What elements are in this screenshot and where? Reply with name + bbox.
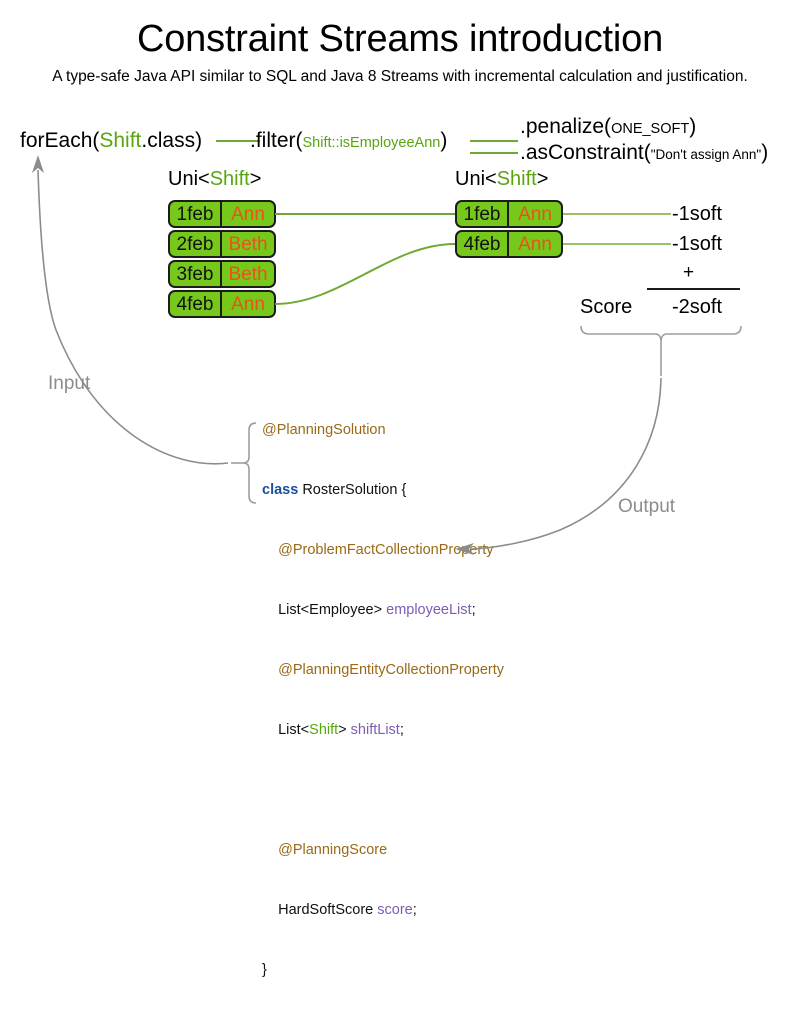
tuple-name: Ann [231, 293, 265, 315]
code-token: @PlanningSolution [262, 422, 386, 438]
tuple-row: 3feb Beth [168, 260, 276, 288]
code-token: score [377, 902, 413, 918]
tuple-row: 1feb Ann [455, 200, 563, 228]
code-line: class RosterSolution { [262, 480, 504, 500]
expression-asconstraint: .asConstraint("Don't assign Ann") [520, 142, 768, 163]
filter-call: .filter( [250, 129, 303, 152]
foreach-call: forEach( [20, 129, 100, 152]
penalty-line-1 [563, 213, 671, 215]
expression-filter: .filter(Shift::isEmployeeAnn) [250, 130, 447, 151]
code-token: ; [471, 602, 476, 618]
code-token: ; [412, 902, 417, 918]
code-token: @ProblemFactCollectionProperty [262, 542, 494, 558]
score-label: Score [580, 296, 633, 318]
code-token: employeeList [386, 602, 472, 618]
expression-foreach: forEach(Shift.class) [20, 130, 202, 151]
code-token: @PlanningEntityCollectionProperty [262, 662, 505, 678]
tuple-row: 1feb Ann [168, 200, 276, 228]
input-arrow-head [32, 155, 44, 173]
asconstraint-tail: ) [761, 141, 769, 164]
tuple-date: 2feb [170, 232, 222, 256]
foreach-tail: .class) [141, 129, 203, 152]
code-token: } [262, 962, 267, 978]
tuple-date: 4feb [170, 292, 222, 316]
code-token: shiftList [350, 722, 400, 738]
tuple-date: 4feb [457, 232, 509, 256]
penalty-line-2 [563, 243, 671, 245]
asconstraint-arg: "Don't assign Ann" [650, 147, 762, 162]
uni-right-suffix: > [536, 168, 549, 190]
caption-input: Input [48, 373, 91, 394]
code-line: @PlanningScore [262, 840, 504, 860]
connector-filter-asconstraint [470, 152, 518, 154]
code-line: @PlanningSolution [262, 420, 504, 440]
penalty-value-1: -1soft [672, 203, 723, 225]
code-line: List<Shift> shiftList; [262, 720, 504, 740]
penalize-tail: ) [689, 115, 697, 138]
uni-left-prefix: Uni< [168, 168, 210, 190]
tuple-stack-left: 1feb Ann 2feb Beth 3feb Beth 4feb Ann [168, 200, 276, 320]
uni-left-suffix: > [249, 168, 262, 190]
connector-filter-penalize [470, 140, 518, 142]
stream-label-left: Uni<Shift> [168, 168, 261, 191]
code-token: > [338, 722, 351, 738]
code-line: HardSoftScore score; [262, 900, 504, 920]
code-line [262, 780, 504, 800]
sum-rule-line [647, 288, 740, 290]
code-token: class [262, 482, 303, 498]
tuple-name: Beth [228, 233, 268, 255]
foreach-type: Shift [99, 129, 142, 152]
tuple-row: 4feb Ann [168, 290, 276, 318]
tuple-name: Ann [518, 233, 552, 255]
code-token: List<Employee> [262, 602, 387, 618]
page-title: Constraint Streams introduction [136, 18, 664, 60]
code-line: List<Employee> employeeList; [262, 600, 504, 620]
fields-brace [242, 422, 257, 504]
filter-tail: ) [440, 129, 448, 152]
code-token: Shift [309, 722, 339, 738]
filter-arg: Shift::isEmployeeAnn [302, 135, 441, 151]
penalize-call: .penalize( [520, 115, 612, 138]
tuple-stack-right: 1feb Ann 4feb Ann [455, 200, 563, 260]
code-token: HardSoftScore [262, 902, 378, 918]
tuple-date: 1feb [457, 202, 509, 226]
code-line: } [262, 960, 504, 980]
uni-right-type: Shift [496, 168, 537, 190]
tuple-name: Ann [518, 203, 552, 225]
code-token [262, 782, 266, 798]
stream-link-4feb [274, 243, 456, 305]
code-line: @PlanningEntityCollectionProperty [262, 660, 504, 680]
tuple-date: 1feb [170, 202, 222, 226]
tuple-row: 4feb Ann [455, 230, 563, 258]
uni-left-type: Shift [209, 168, 250, 190]
tuple-row: 2feb Beth [168, 230, 276, 258]
code-token: RosterSolution { [302, 482, 407, 498]
code-token: @PlanningScore [262, 842, 388, 858]
tuple-name: Beth [228, 263, 268, 285]
code-line: @ProblemFactCollectionProperty [262, 540, 504, 560]
penalty-value-2: -1soft [672, 233, 723, 255]
caption-output: Output [618, 496, 676, 517]
uni-right-prefix: Uni< [455, 168, 497, 190]
penalize-arg: ONE_SOFT [611, 121, 690, 137]
diagram-canvas: Constraint Streams introduction A type-s… [20, 18, 768, 978]
asconstraint-call: .asConstraint( [520, 141, 651, 164]
code-block: @PlanningSolution class RosterSolution {… [262, 380, 504, 1020]
score-brace [580, 325, 742, 343]
tuple-name: Ann [231, 203, 265, 225]
score-total: -2soft [672, 296, 723, 318]
expression-penalize: .penalize(ONE_SOFT) [520, 116, 696, 137]
page-subtitle: A type-safe Java API similar to SQL and … [52, 68, 748, 85]
code-token: List< [262, 722, 310, 738]
code-token: ; [399, 722, 404, 738]
stream-label-right: Uni<Shift> [455, 168, 548, 191]
connector-foreach-filter [216, 140, 260, 142]
sum-operator: + [683, 262, 695, 283]
tuple-date: 3feb [170, 262, 222, 286]
